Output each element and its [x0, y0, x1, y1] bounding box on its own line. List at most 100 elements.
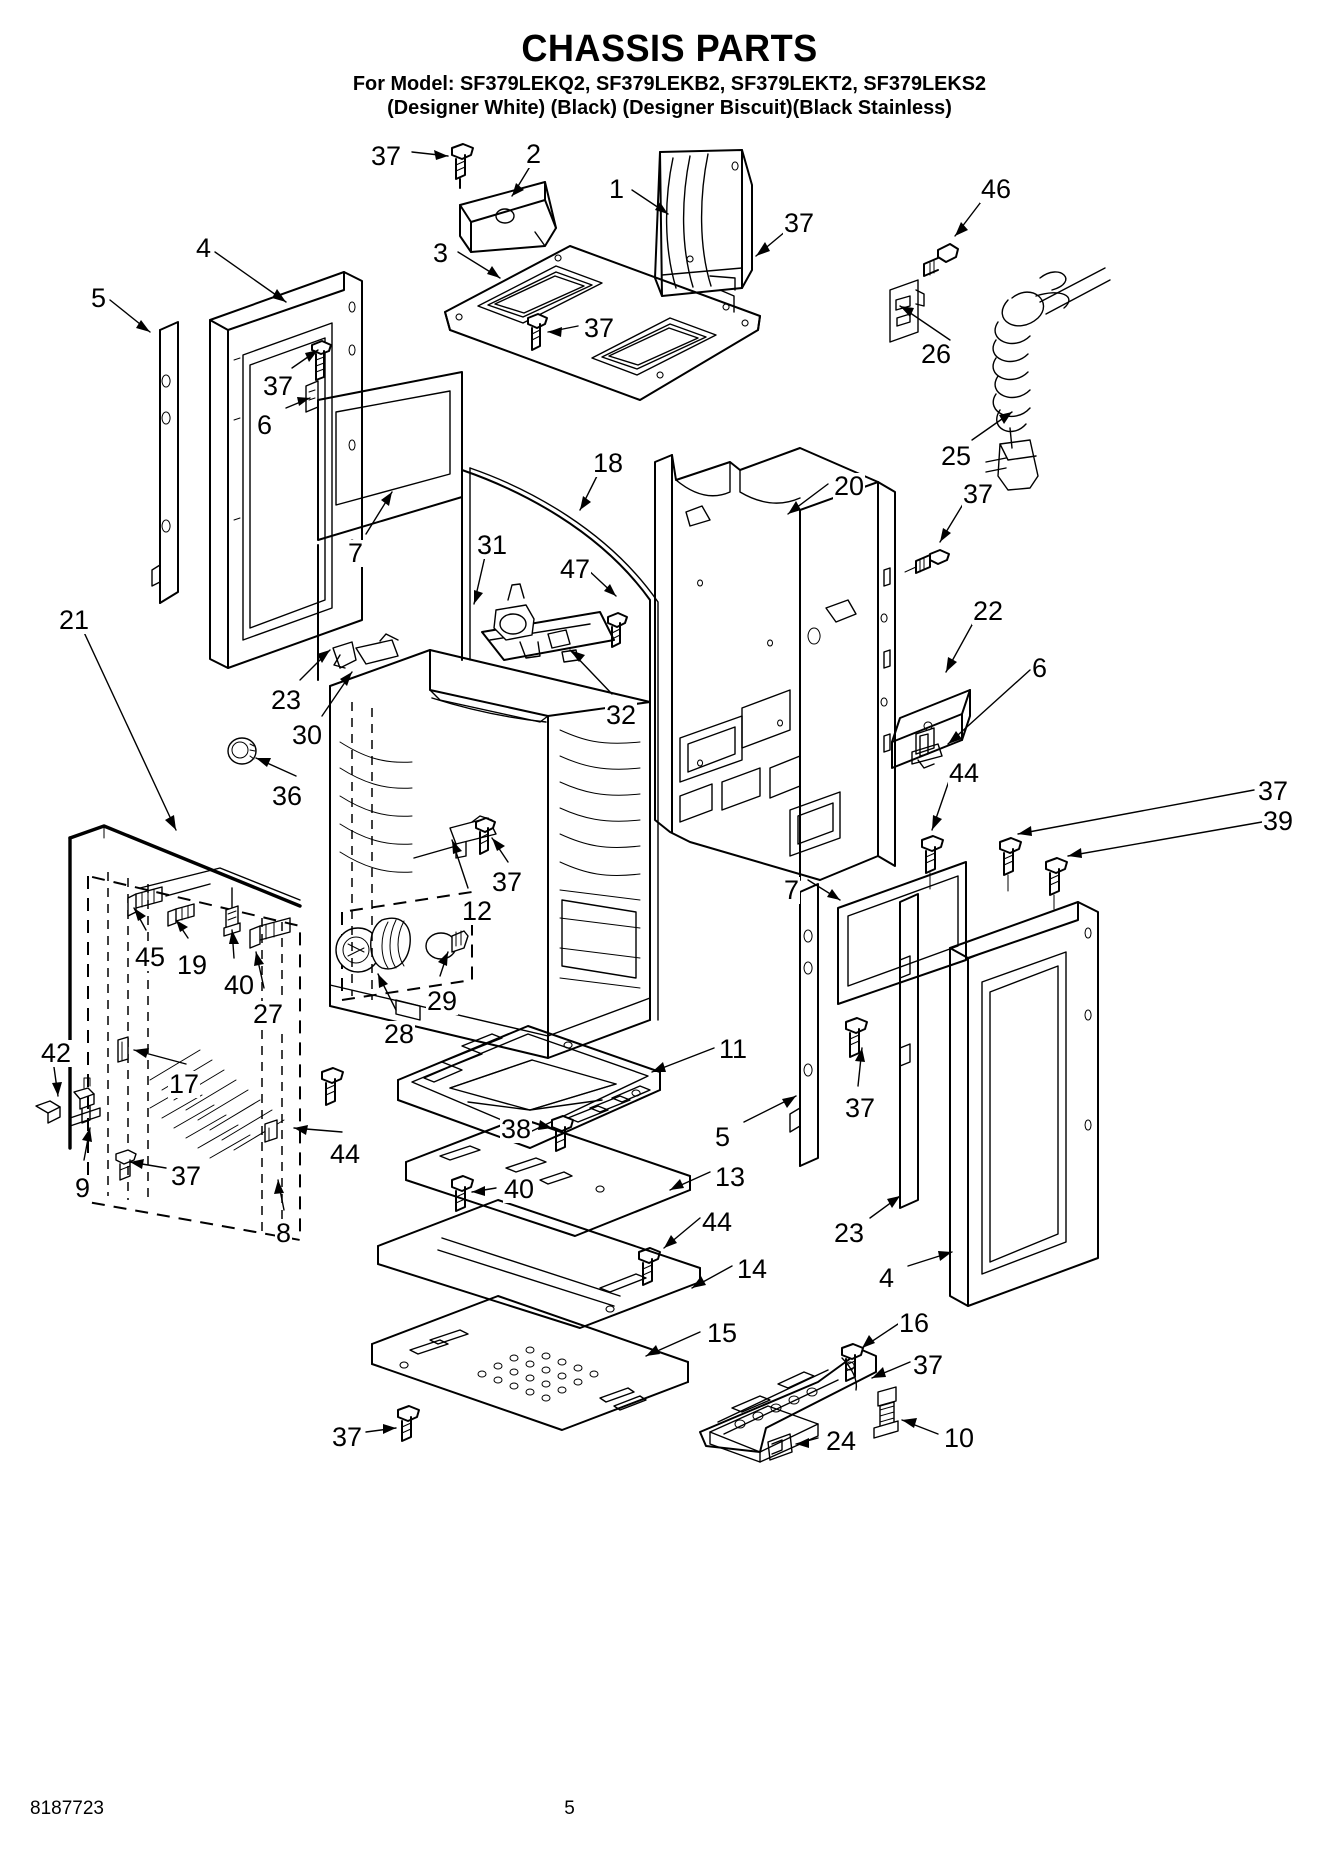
callout-number-5: 5 [90, 283, 108, 313]
callout-number-42: 42 [40, 1038, 73, 1068]
callout-number-8: 8 [275, 1218, 293, 1248]
callout-number-46: 46 [980, 174, 1013, 204]
callout-number-38: 38 [500, 1114, 533, 1144]
footer-page-number: 5 [564, 1798, 575, 1819]
part-24-clip [767, 1433, 793, 1461]
footer-part-number: 8187723 [30, 1798, 104, 1819]
callout-number-14: 14 [736, 1254, 769, 1284]
callout-number-37: 37 [1257, 776, 1290, 806]
part-13-panel [405, 1117, 691, 1286]
part-25-power-cord [985, 267, 1111, 491]
callout-number-37: 37 [262, 371, 295, 401]
part-37-screw-top-left [451, 143, 474, 189]
callout-number-17: 17 [168, 1069, 201, 1099]
callout-number-9: 9 [74, 1173, 92, 1203]
oven-cavity-body [329, 649, 651, 1059]
callout-number-24: 24 [825, 1426, 858, 1456]
callout-number-36: 36 [271, 781, 304, 811]
callout-number-37: 37 [912, 1350, 945, 1380]
callout-number-30: 30 [291, 720, 324, 750]
callout-number-32: 32 [605, 700, 638, 730]
leader-lines [52, 150, 1263, 1448]
callout-number-5: 5 [714, 1122, 732, 1152]
part-18-oven-wrap [317, 467, 659, 1021]
part-37-screw-right [904, 549, 950, 574]
diagram-header: CHASSIS PARTS For Model: SF379LEKQ2, SF3… [0, 28, 1339, 119]
callout-number-16: 16 [898, 1308, 931, 1338]
callout-number-40: 40 [223, 970, 256, 1000]
part-36-plug [227, 737, 257, 765]
part-23-right-flange [899, 893, 919, 1209]
callout-number-39: 39 [1262, 806, 1295, 836]
part-44-screw [921, 835, 944, 890]
callout-number-31: 31 [476, 530, 509, 560]
part-6-bracket-right [911, 727, 943, 769]
callout-number-37: 37 [370, 141, 403, 171]
part-7-left-insulation-pad [317, 371, 463, 541]
callout-number-20: 20 [833, 471, 866, 501]
callout-number-23: 23 [270, 685, 303, 715]
part-37-screw-near-rail [841, 1343, 864, 1382]
callout-number-37: 37 [331, 1422, 364, 1452]
part-40-fastener [223, 887, 241, 937]
callout-number-37: 37 [583, 313, 616, 343]
callout-number-7: 7 [783, 875, 801, 905]
callout-number-21: 21 [58, 605, 91, 635]
part-12-bracket [413, 815, 497, 859]
part-22-side-rail [891, 689, 971, 769]
part-10-leveling-leg [873, 1386, 899, 1439]
callout-number-3: 3 [432, 238, 450, 268]
callout-number-40: 40 [503, 1174, 536, 1204]
part-2-bracket [459, 181, 557, 253]
callout-number-11: 11 [718, 1034, 749, 1064]
part-5-left-side-trim [151, 321, 179, 604]
callout-number-37: 37 [783, 208, 816, 238]
part-28-knob-and-bezel [335, 890, 473, 1002]
callout-number-25: 25 [940, 441, 973, 471]
part-37-screw-lower-right [999, 837, 1022, 892]
callout-number-1: 1 [608, 174, 626, 204]
model-color-list: (Designer White) (Black) (Designer Biscu… [387, 96, 952, 119]
part-1-rear-curved-panel [654, 149, 753, 297]
part-39-screw [1045, 857, 1068, 910]
part-37-screw-cage [321, 1067, 344, 1106]
part-15-bottom-panel [371, 1295, 689, 1442]
callout-number-6: 6 [1031, 653, 1049, 683]
callout-number-29: 29 [426, 986, 459, 1016]
callout-number-37: 37 [844, 1093, 877, 1123]
callout-number-27: 27 [252, 999, 285, 1029]
callout-number-26: 26 [920, 339, 953, 369]
callout-number-37: 37 [491, 867, 524, 897]
callout-number-13: 13 [714, 1162, 747, 1192]
part-17-clip [117, 1036, 129, 1063]
callout-number-19: 19 [176, 950, 209, 980]
part-5-right-side-trim [789, 883, 819, 1167]
part-19-fastener [167, 903, 195, 927]
part-47-thermostat-assembly [481, 583, 628, 663]
callout-number-7: 7 [347, 538, 365, 568]
callout-number-15: 15 [706, 1318, 739, 1348]
part-3-cooktop-panel [444, 245, 761, 401]
callout-number-2: 2 [525, 139, 543, 169]
callout-number-4: 4 [878, 1263, 896, 1293]
part-7-right-insulation-pad [837, 861, 967, 1005]
callout-number-6: 6 [256, 410, 274, 440]
callout-number-44: 44 [329, 1139, 362, 1169]
part-20-rear-panel [654, 447, 896, 881]
model-list: For Model: SF379LEKQ2, SF379LEKB2, SF379… [352, 72, 987, 95]
callout-number-44: 44 [701, 1207, 734, 1237]
part-21-insulation-panel [68, 824, 302, 1150]
page-title: CHASSIS PARTS [521, 28, 818, 70]
callout-number-37: 37 [170, 1161, 203, 1191]
callout-number-28: 28 [383, 1019, 416, 1049]
part-16-rail [699, 1349, 877, 1453]
callout-number-23: 23 [833, 1218, 866, 1248]
part-11-burner-box [397, 1025, 661, 1152]
part-42-9-leveling-leg [35, 1077, 137, 1181]
part-26-bracket-and-46-screw [889, 243, 959, 343]
part-15-corner-bracket [709, 1405, 819, 1463]
part-4-right-door-panel [845, 901, 1099, 1307]
callout-number-37: 37 [962, 479, 995, 509]
callout-number-12: 12 [461, 896, 494, 926]
